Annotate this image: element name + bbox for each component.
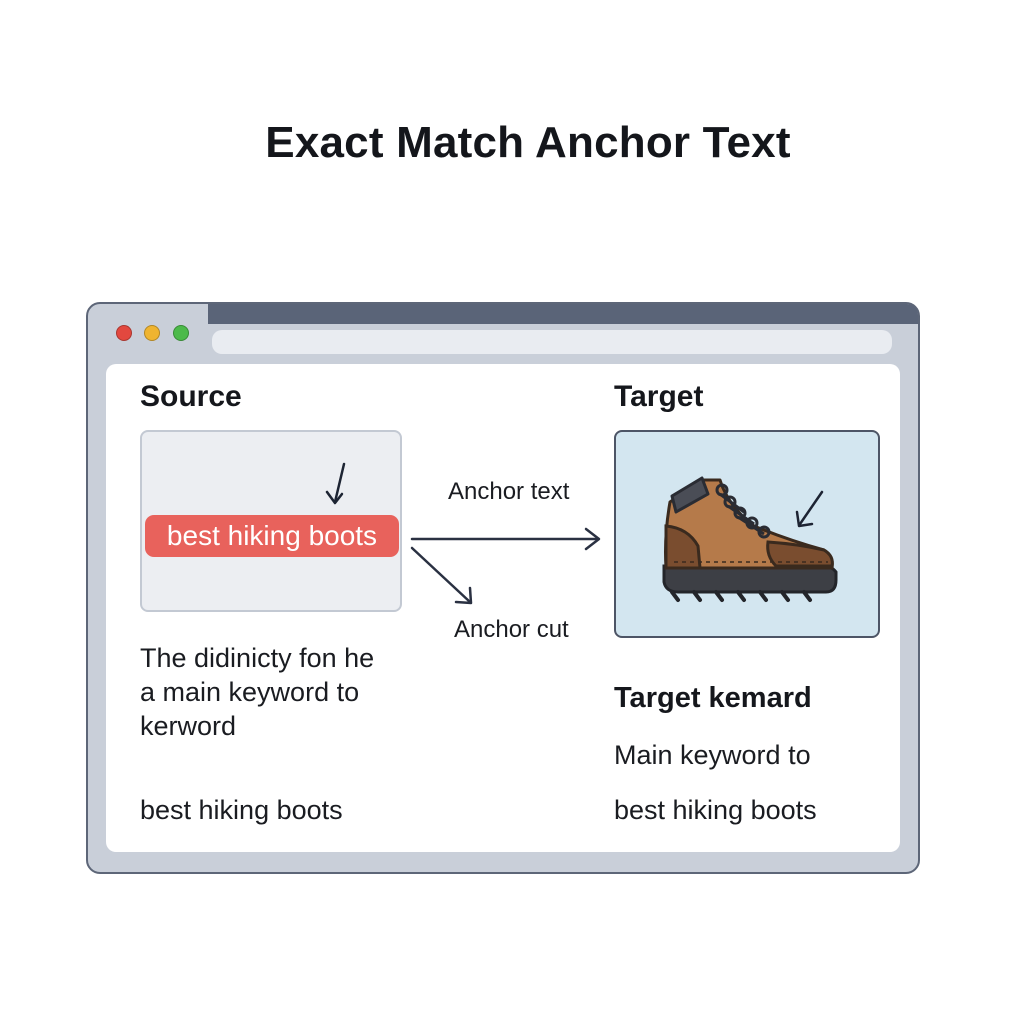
source-description-line-2: a main keyword to (140, 677, 360, 707)
anchor-text-label: Anchor text (448, 478, 570, 505)
anchor-cut-label: Anchor cut (454, 616, 569, 643)
maximize-dot-icon[interactable] (173, 325, 189, 341)
cursor-arrow-icon (325, 462, 346, 505)
link-arrow-icon (410, 527, 601, 551)
target-heading: Target (614, 380, 704, 413)
browser-viewport: Source best hiking boots The didinicty f… (106, 364, 900, 852)
browser-window: Source best hiking boots The didinicty f… (86, 302, 920, 874)
source-page-box: best hiking boots (140, 430, 402, 612)
target-image-box (614, 430, 880, 638)
source-heading: Source (140, 380, 242, 413)
pointer-arrow-icon (795, 490, 824, 528)
source-description-line-3: kerword (140, 711, 237, 741)
close-dot-icon[interactable] (116, 325, 132, 341)
source-keyword: best hiking boots (140, 795, 343, 825)
address-bar[interactable] (212, 330, 892, 354)
browser-title-bar (208, 304, 918, 324)
anchor-text-link[interactable]: best hiking boots (145, 515, 399, 557)
diagonal-arrow-icon (410, 546, 473, 605)
minimize-dot-icon[interactable] (144, 325, 160, 341)
page-title: Exact Match Anchor Text (265, 118, 791, 167)
source-description-line-1: The didinicty fon he (140, 643, 375, 673)
target-keyword-heading: Target kemard (614, 682, 812, 714)
target-line-1: Main keyword to (614, 740, 811, 770)
target-line-2: best hiking boots (614, 795, 817, 825)
hiking-boot-icon (662, 476, 838, 602)
